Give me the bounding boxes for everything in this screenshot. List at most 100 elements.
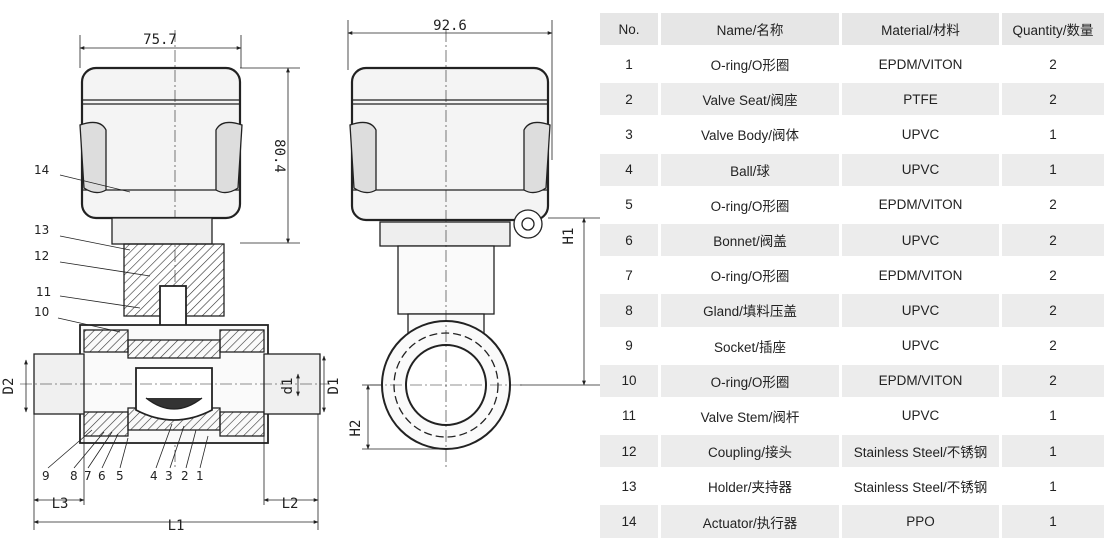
part-name: Valve Body/阀体 [658,118,839,151]
part-quantity: 2 [999,364,1104,397]
left-view-section [20,30,330,530]
part-material: PTFE [839,83,999,116]
callout-11: 11 [36,285,51,299]
part-quantity: 2 [999,294,1104,327]
part-no: 7 [625,267,633,283]
part-no: 5 [625,197,633,213]
part-name: Coupling/接头 [658,435,839,468]
part-material: UPVC [839,399,999,433]
part-no: 14 [600,505,658,538]
header-quantity: Quantity/数量 [999,13,1104,45]
part-name: Holder/夹持器 [658,470,839,503]
part-quantity: 1 [999,153,1104,186]
part-material: Stainless Steel/不锈钢 [839,470,999,503]
part-no: 11 [621,408,636,424]
part-quantity: 1 [999,118,1104,151]
part-name: O-ring/O形圈 [658,48,839,81]
header-no: No. [600,13,658,45]
callout-4: 4 [150,469,158,483]
part-quantity: 2 [999,259,1104,292]
part-material: EPDM/VITON [839,48,999,81]
part-material: UPVC [839,294,999,327]
dim-width-right: 92.6 [433,18,467,34]
part-no: 10 [600,364,658,397]
part-quantity: 2 [999,83,1104,116]
part-quantity: 2 [999,48,1104,81]
part-name: Valve Stem/阀杆 [658,399,839,433]
part-quantity: 2 [999,188,1104,221]
part-material: UPVC [839,153,999,186]
dim-l2: L2 [282,496,299,512]
part-name: Actuator/执行器 [658,505,839,538]
part-no: 6 [600,223,658,257]
part-name: Bonnet/阀盖 [658,223,839,257]
part-name: O-ring/O形圈 [658,259,839,292]
part-quantity: 2 [999,329,1104,362]
part-quantity: 1 [999,470,1104,503]
dim-l3: L3 [52,496,69,512]
technical-drawing: 75.7 80.4 D2 D1 d1 L3 L2 L1 14 13 12 11 … [1,18,600,534]
part-name: O-ring/O形圈 [658,188,839,221]
part-name: Ball/球 [658,153,839,186]
part-no: 13 [621,478,637,494]
part-quantity: 1 [999,505,1104,538]
part-no: 4 [600,153,658,186]
dim-d1-outer: D1 [326,378,342,395]
callout-5: 5 [116,469,124,483]
callout-9: 9 [42,469,50,483]
part-name: O-ring/O形圈 [658,364,839,397]
part-no: 9 [625,338,633,354]
part-material: Stainless Steel/不锈钢 [839,435,999,468]
part-material: EPDM/VITON [839,259,999,292]
parts-table-header: No. Name/名称 Material/材料 Quantity/数量 [600,13,1104,45]
callout-3: 3 [165,469,173,483]
part-material: EPDM/VITON [839,364,999,397]
callout-2: 2 [181,469,189,483]
part-name: Socket/插座 [658,329,839,362]
part-no: 8 [600,294,658,327]
dim-h2: H2 [348,420,364,437]
part-no: 12 [600,435,658,468]
part-quantity: 1 [999,399,1104,433]
header-name: Name/名称 [658,13,839,45]
callout-14: 14 [34,163,49,177]
part-quantity: 2 [999,223,1104,257]
callout-13: 13 [34,223,49,237]
part-no: 3 [625,126,633,142]
part-material: UPVC [839,223,999,257]
dim-d1-inner: d1 [280,378,296,395]
callout-7: 7 [84,469,92,483]
dim-d2: D2 [1,378,17,395]
dim-width-left: 75.7 [143,32,177,48]
part-material: UPVC [839,329,999,362]
part-no: 1 [625,56,633,72]
dim-h1: H1 [561,228,577,245]
part-name: Gland/填料压盖 [658,294,839,327]
header-material: Material/材料 [839,13,999,45]
part-material: PPO [839,505,999,538]
callout-1: 1 [196,469,204,483]
callout-12: 12 [34,249,49,263]
part-no: 2 [600,83,658,116]
dim-l1: L1 [168,518,185,534]
dim-height-left: 80.4 [271,139,287,173]
part-name: Valve Seat/阀座 [658,83,839,116]
callout-10: 10 [34,305,49,319]
part-material: UPVC [839,118,999,151]
right-view-side [347,20,600,470]
